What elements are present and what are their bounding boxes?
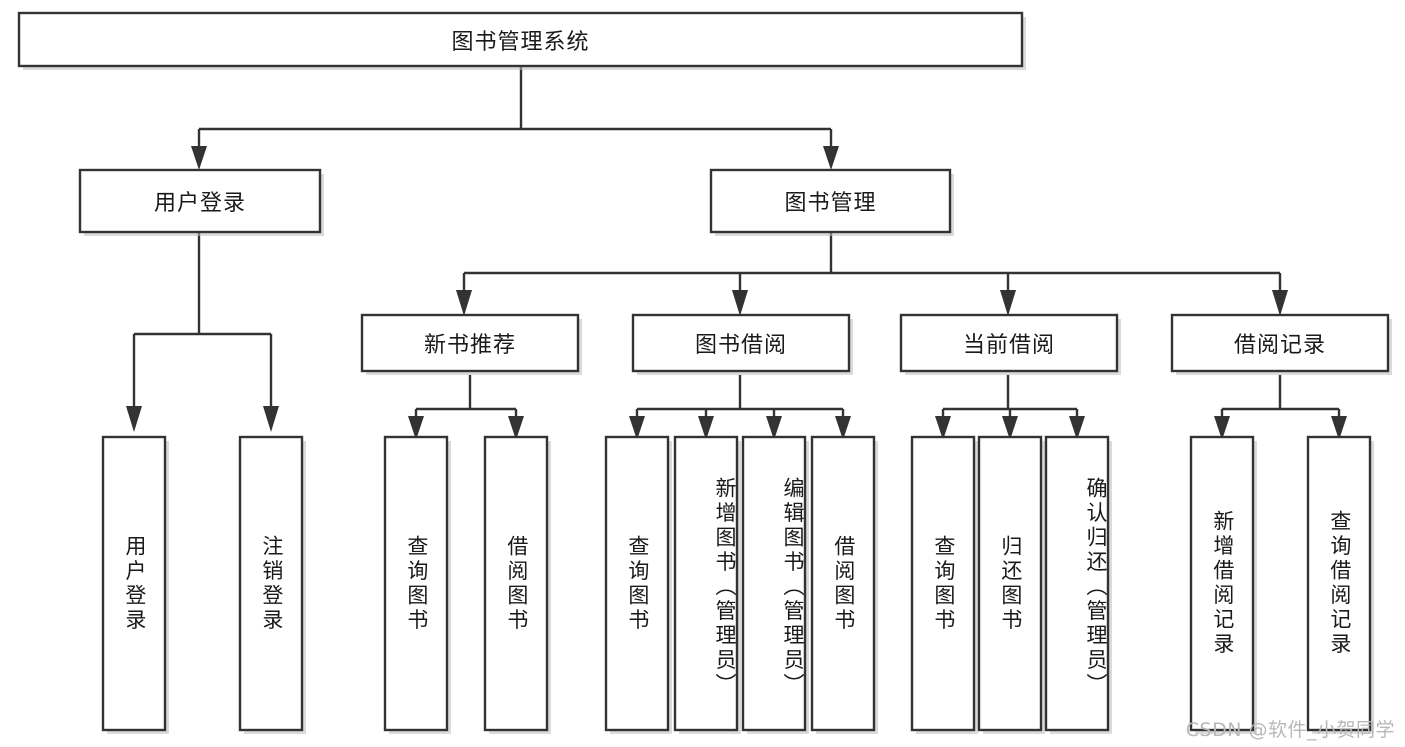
node-level1-boxes[interactable] [78,168,954,236]
node-box-leaf-rec-add-record[interactable] [1189,435,1255,732]
node-box-leaf-user-logout[interactable] [238,435,304,732]
arrow-head-rec-add-record [1214,416,1230,440]
node-box-leaf-cur-confirm-return[interactable] [1044,435,1110,732]
arrow-head-lend-query-book [629,416,645,440]
arrow-head-leaf-user-login [126,406,142,432]
arrow-head-cur-return-book [1002,416,1018,440]
csdn-watermark: CSDN @软件_小贺同学 [1185,719,1395,741]
arrow-head-lendrecord [1272,290,1288,316]
connector-bookmgmt-to-level2 [456,232,1288,316]
node-box-book-management[interactable] [709,168,952,234]
arrow-head-lend-edit-book [766,416,782,440]
connector-newbook-to-leaves [408,375,524,440]
arrow-head-new-query-book [408,416,424,440]
node-box-leaf-new-query-book[interactable] [383,435,449,732]
node-box-borrow-record[interactable] [1170,313,1390,373]
connector-lendrecord-to-leaves [1214,375,1347,440]
arrow-head-lend-add-book [698,416,714,440]
connector-booklend-to-leaves [629,375,851,440]
node-level2-boxes[interactable] [360,313,1392,375]
node-box-leaf-new-borrow-book[interactable] [483,435,549,732]
node-box-leaf-lend-borrow-book[interactable] [810,435,876,732]
node-box-leaf-lend-add-book[interactable] [673,435,739,732]
arrow-head-book-mgmt [823,146,839,170]
arrow-head-currentlend [1000,290,1016,316]
arrow-head-booklend [732,290,748,316]
arrow-head-new-borrow-book [508,416,524,440]
node-box-root[interactable] [17,11,1024,68]
connector-currentlend-to-leaves [935,375,1085,440]
arrow-head-newbook [456,290,472,316]
node-box-leaf-lend-query-book[interactable] [604,435,670,732]
node-box-book-borrow[interactable] [631,313,851,373]
connector-userlogin-to-leaves [126,232,279,432]
node-box-current-borrow[interactable] [899,313,1119,373]
node-box-new-book-recommend[interactable] [360,313,580,373]
connector-root-to-level1 [191,67,839,170]
arrow-head-leaf-user-logout [263,406,279,432]
node-root-box-group[interactable] [17,11,1026,70]
node-box-leaf-lend-edit-book[interactable] [741,435,807,732]
arrow-head-rec-query-record [1331,416,1347,440]
arrow-head-lend-borrow-book [835,416,851,440]
node-box-user-login[interactable] [78,168,322,234]
arrow-head-cur-confirm-return [1069,416,1085,440]
node-box-leaf-rec-query-record[interactable] [1306,435,1372,732]
arrow-head-user-login [191,146,207,170]
node-leaf-boxes[interactable] [101,435,1374,734]
node-box-leaf-cur-return-book[interactable] [977,435,1043,732]
node-box-leaf-user-login[interactable] [101,435,167,732]
node-box-leaf-cur-query-book[interactable] [910,435,976,732]
arrow-head-cur-query-book [935,416,951,440]
